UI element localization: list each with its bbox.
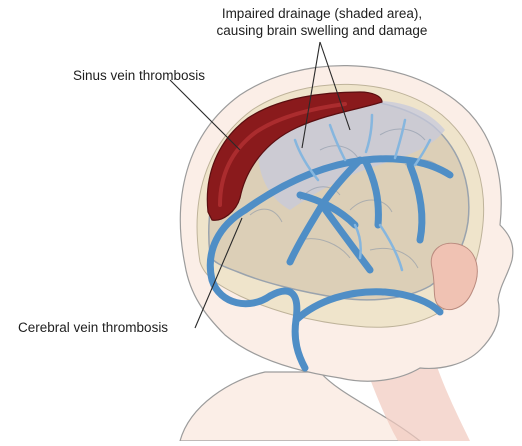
impaired-drainage-label-line1: Impaired drainage (shaded area), xyxy=(172,5,472,22)
impaired-drainage-label: Impaired drainage (shaded area), causing… xyxy=(172,5,472,39)
sinus-vein-thrombosis-label: Sinus vein thrombosis xyxy=(73,67,205,84)
cerebral-vein-thrombosis-label: Cerebral vein thrombosis xyxy=(18,319,168,336)
impaired-drainage-label-line2: causing brain swelling and damage xyxy=(172,22,472,39)
